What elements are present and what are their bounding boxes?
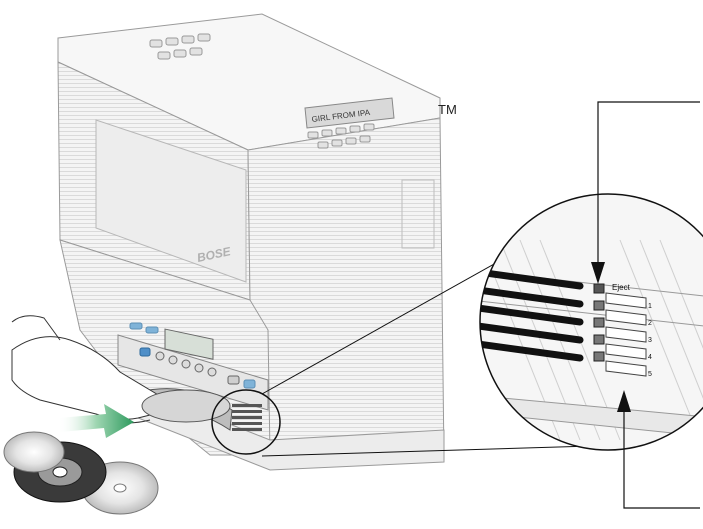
- slot-number-label: 5: [648, 371, 652, 378]
- slot-number-label: 2: [648, 320, 652, 327]
- insert-disc-arrow: [58, 404, 134, 438]
- speaker-grille-panel: [95, 119, 247, 283]
- power-button: [139, 347, 151, 357]
- blue-button: [145, 326, 159, 334]
- callout-line-lower: [261, 445, 593, 457]
- magnified-slot-view: Eject 1 2 3 4 5: [479, 193, 703, 451]
- slot-leader-arrow: [617, 390, 700, 509]
- top-keypad: [149, 33, 211, 60]
- callout-line-upper: [261, 253, 513, 395]
- blue-button: [129, 322, 143, 330]
- slot-number-label: 3: [648, 337, 652, 344]
- top-right-control-panel: GIRL FROM IPA: [304, 97, 395, 149]
- magnifier-outline: [479, 193, 703, 451]
- eject-leader-arrow: [591, 101, 700, 284]
- slot-vents: [232, 404, 262, 431]
- held-disc: [141, 389, 231, 423]
- side-door: [401, 179, 435, 249]
- trademark-symbol: TM: [438, 102, 457, 117]
- slot-number-label: 4: [648, 354, 652, 361]
- slot-indicators: [593, 283, 647, 377]
- disc: [3, 431, 65, 473]
- eject-label: Eject: [612, 283, 631, 292]
- slot-number-label: 1: [648, 303, 652, 310]
- blue-button: [243, 379, 256, 389]
- discs-group: [3, 431, 159, 515]
- highlight-circle: [211, 389, 281, 455]
- front-lcd-display: [164, 328, 214, 360]
